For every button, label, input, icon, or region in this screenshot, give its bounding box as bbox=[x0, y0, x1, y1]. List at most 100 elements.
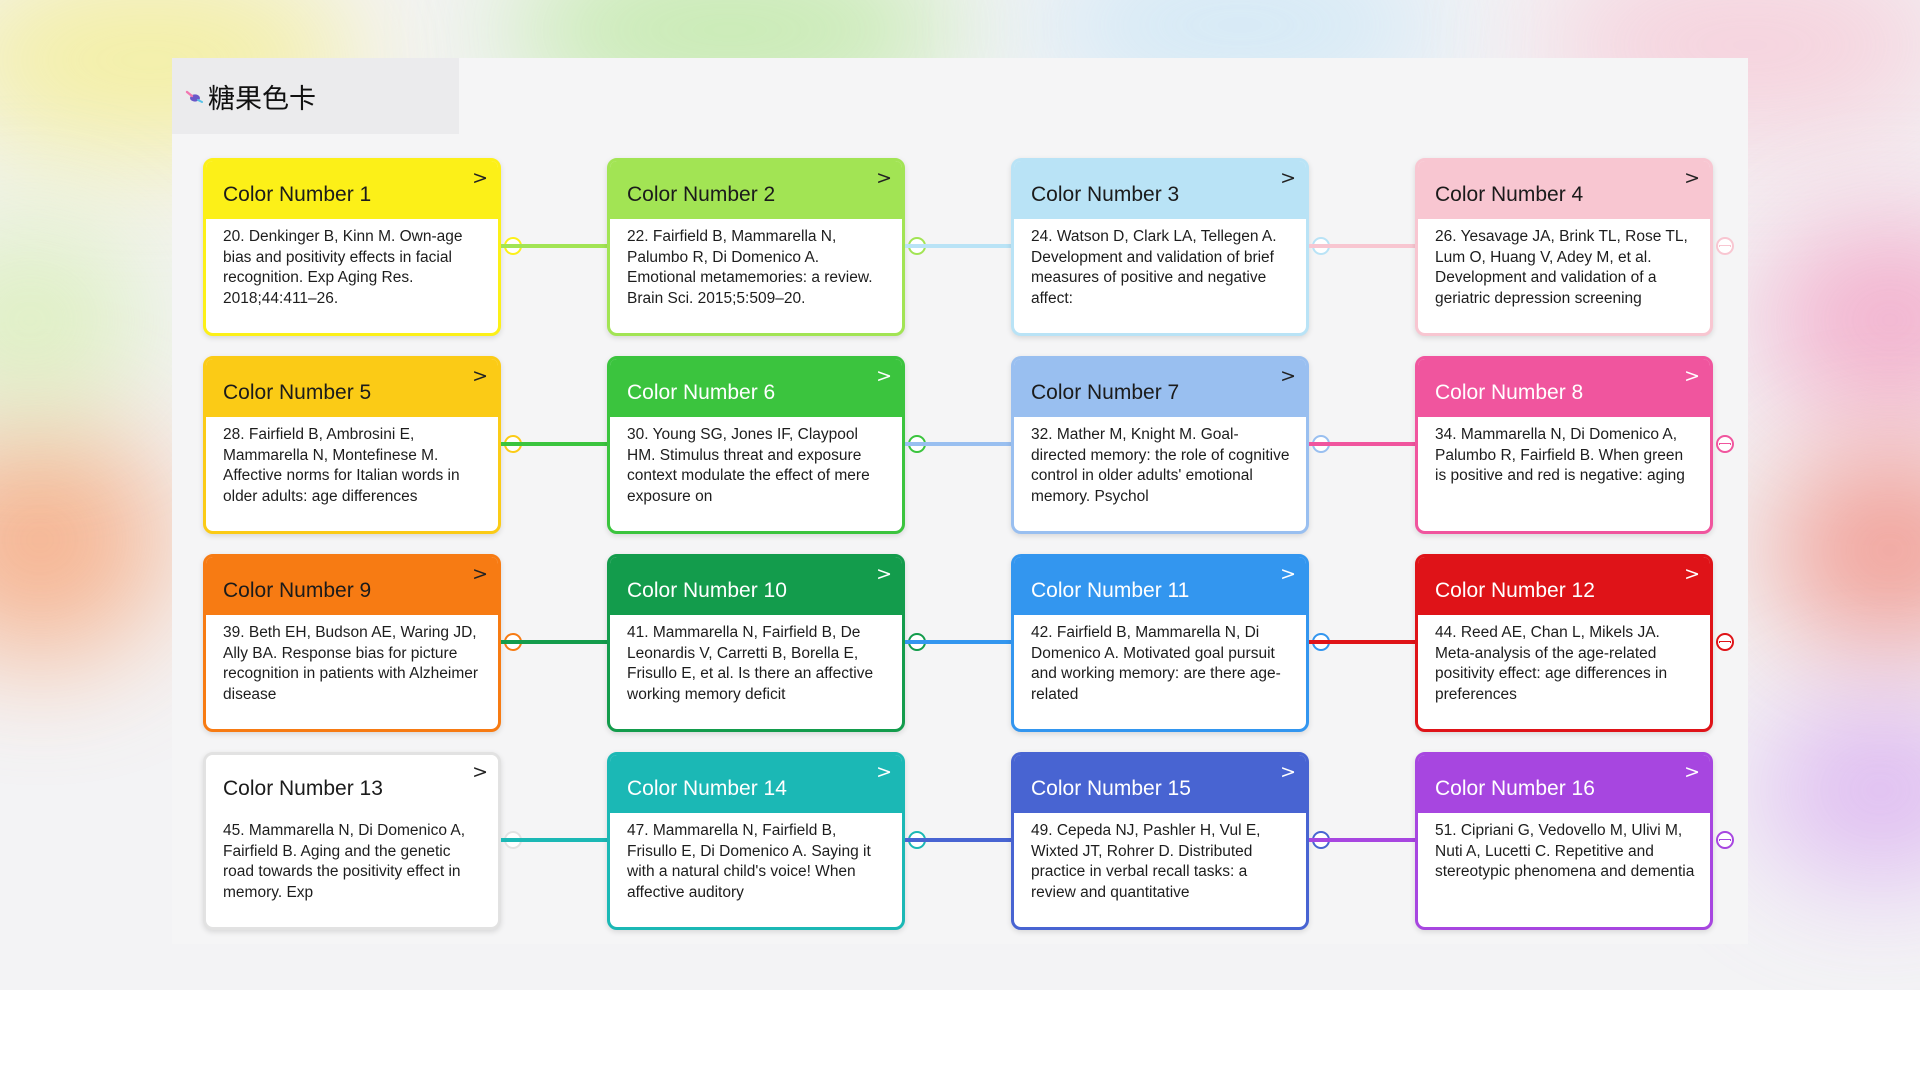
card-text: 45. Mammarella N, Di Domenico A, Fairfie… bbox=[223, 822, 466, 901]
color-card[interactable]: Color Number 9> 39. Beth EH, Budson AE, W… bbox=[203, 554, 501, 732]
bg-blob-green-left bbox=[0, 220, 150, 420]
card-connector-dot[interactable] bbox=[1716, 435, 1734, 453]
card-text: 22. Fairfield B, Mammarella N, Palumbo R… bbox=[627, 228, 873, 307]
chevron-right-icon[interactable]: > bbox=[876, 167, 892, 189]
card-header: Color Number 13 > bbox=[206, 755, 498, 813]
card-connector-line bbox=[501, 442, 607, 446]
color-card[interactable]: Color Number 2> 22. Fairfield B, Mammarel… bbox=[607, 158, 905, 336]
color-card[interactable]: Color Number 16 >51. Cipriani G, Vedovell… bbox=[1415, 752, 1713, 930]
color-card[interactable]: Color Number 5 >28. Fairfield B, Ambrosin… bbox=[203, 356, 501, 534]
card-title: Color Number 8 bbox=[1435, 381, 1584, 404]
color-card[interactable]: Color Number 13 >45. Mammarella N, Di Dom… bbox=[203, 752, 501, 930]
card-header: Color Number 6> bbox=[610, 359, 902, 417]
card-text: 42. Fairfield B, Mammarella N, Di Domeni… bbox=[1031, 624, 1281, 703]
card-title: Color Number 5 bbox=[223, 381, 372, 404]
card-text: 44. Reed AE, Chan L, Mikels JA. Meta-ana… bbox=[1435, 624, 1668, 703]
card-title: Color Number 15 bbox=[1031, 777, 1191, 800]
card-connector-line bbox=[501, 640, 607, 644]
chevron-right-icon[interactable]: > bbox=[472, 365, 488, 387]
card-text: 32. Mather M, Knight M. Goal-directed me… bbox=[1031, 426, 1290, 505]
card-title: Color Number 4 bbox=[1435, 183, 1584, 206]
card-text: 24. Watson D, Clark LA, Tellegen A. Deve… bbox=[1031, 228, 1277, 307]
card-header: Color Number 1 > bbox=[206, 161, 498, 219]
card-title: Color Number 11 bbox=[1031, 579, 1190, 602]
card-connector-line bbox=[1309, 442, 1415, 446]
card-connector-dot[interactable] bbox=[1716, 633, 1734, 651]
card-text: 20. Denkinger B, Kinn M. Own-age bias an… bbox=[223, 228, 463, 307]
card-connector-line bbox=[905, 442, 1011, 446]
bg-blob-pink-right bbox=[1760, 220, 1920, 420]
card-text: 39. Beth EH, Budson AE, Waring JD, Ally … bbox=[223, 624, 479, 703]
card-text: 30. Young SG, Jones IF, Claypool HM. Sti… bbox=[627, 426, 870, 505]
chevron-right-icon[interactable]: > bbox=[1684, 563, 1700, 585]
connector-dot-bar bbox=[1719, 443, 1731, 445]
chevron-right-icon[interactable]: > bbox=[1280, 167, 1296, 189]
card-text: 47. Mammarella N, Fairfield B, Frisullo … bbox=[627, 822, 871, 901]
color-card[interactable]: Color Number 12 >44. Reed AE, Chan L, Mik… bbox=[1415, 554, 1713, 732]
color-card[interactable]: Color Number 1 >20. Denkinger B, Kinn M. … bbox=[203, 158, 501, 336]
color-card[interactable]: Color Number 11 >42. Fairfield B, Mammare… bbox=[1011, 554, 1309, 732]
color-card[interactable]: Color Number 3 >24. Watson D, Clark LA, T… bbox=[1011, 158, 1309, 336]
card-connector-line bbox=[1309, 640, 1415, 644]
card-connector-line bbox=[501, 838, 607, 842]
bg-blob-orange-left bbox=[0, 420, 170, 660]
title-tab[interactable]: 糖果色卡 bbox=[172, 58, 459, 134]
card-connector-line bbox=[1309, 244, 1415, 248]
card-text: 51. Cipriani G, Vedovello M, Ulivi M, Nu… bbox=[1435, 822, 1695, 880]
card-title: Color Number 1 bbox=[223, 183, 372, 206]
color-card[interactable]: Color Number 10 >41. Mammarella N, Fairfi… bbox=[607, 554, 905, 732]
card-text: 34. Mammarella N, Di Domenico A, Palumbo… bbox=[1435, 426, 1685, 484]
chevron-right-icon[interactable]: > bbox=[472, 167, 488, 189]
card-title: Color Number 7 bbox=[1031, 381, 1180, 404]
color-card-grid: Color Number 1 >20. Denkinger B, Kinn M. … bbox=[203, 158, 1734, 930]
color-card[interactable]: Color Number 8 >34. Mammarella N, Di Dome… bbox=[1415, 356, 1713, 534]
card-header: Color Number 2> bbox=[610, 161, 902, 219]
card-connector-line bbox=[501, 244, 607, 248]
card-title: Color Number 13 bbox=[223, 777, 383, 800]
card-header: Color Number 7 > bbox=[1014, 359, 1306, 417]
color-card-window: 糖果色卡 Color Number 1 >20. Denkinger B, Kin… bbox=[172, 58, 1748, 944]
color-card[interactable]: Color Number 15>49. Cepeda NJ, Pashler H… bbox=[1011, 752, 1309, 930]
card-text: 28. Fairfield B, Ambrosini E, Mammarella… bbox=[223, 426, 460, 505]
page-title: 糖果色卡 bbox=[208, 83, 316, 115]
chevron-right-icon[interactable]: > bbox=[876, 365, 892, 387]
card-title: Color Number 16 bbox=[1435, 777, 1595, 800]
chevron-right-icon[interactable]: > bbox=[1684, 761, 1700, 783]
card-title: Color Number 10 bbox=[627, 579, 787, 602]
card-header: Color Number 4 > bbox=[1418, 161, 1710, 219]
color-card[interactable]: Color Number 4>26. Yesavage JA, Brink TL… bbox=[1415, 158, 1713, 336]
card-text: 41. Mammarella N, Fairfield B, De Leonar… bbox=[627, 624, 874, 703]
chevron-right-icon[interactable]: > bbox=[876, 563, 892, 585]
card-header: Color Number 10 > bbox=[610, 557, 902, 615]
card-header: Color Number 5 > bbox=[206, 359, 498, 417]
card-connector-dot[interactable] bbox=[1716, 831, 1734, 849]
connector-dot-bar bbox=[1719, 245, 1731, 247]
card-title: Color Number 14 bbox=[627, 777, 787, 800]
color-card[interactable]: Color Number 14 >47. Mammarella N, Fairfi… bbox=[607, 752, 905, 930]
chevron-right-icon[interactable]: > bbox=[472, 563, 488, 585]
candy-icon bbox=[184, 86, 204, 106]
card-connector-line bbox=[905, 244, 1011, 248]
chevron-right-icon[interactable]: > bbox=[1280, 761, 1296, 783]
bg-blob-red-right bbox=[1770, 450, 1920, 650]
chevron-right-icon[interactable]: > bbox=[1684, 167, 1700, 189]
color-card[interactable]: Color Number 7 >32. Mather M, Knight M. G… bbox=[1011, 356, 1309, 534]
card-title: Color Number 3 bbox=[1031, 183, 1180, 206]
card-connector-line bbox=[905, 640, 1011, 644]
chevron-right-icon[interactable]: > bbox=[876, 761, 892, 783]
card-header: Color Number 11 > bbox=[1014, 557, 1306, 615]
connector-dot-bar bbox=[1719, 839, 1731, 841]
card-header: Color Number 12 > bbox=[1418, 557, 1710, 615]
chevron-right-icon[interactable]: > bbox=[1280, 563, 1296, 585]
chevron-right-icon[interactable]: > bbox=[1280, 365, 1296, 387]
card-title: Color Number 12 bbox=[1435, 579, 1595, 602]
card-header: Color Number 9> bbox=[206, 557, 498, 615]
card-connector-line bbox=[905, 838, 1011, 842]
card-connector-line bbox=[1309, 838, 1415, 842]
card-header: Color Number 16 > bbox=[1418, 755, 1710, 813]
card-header: Color Number 14 > bbox=[610, 755, 902, 813]
card-connector-dot[interactable] bbox=[1716, 237, 1734, 255]
chevron-right-icon[interactable]: > bbox=[472, 761, 488, 783]
color-card[interactable]: Color Number 6> 30. Young SG, Jones IF, C… bbox=[607, 356, 905, 534]
chevron-right-icon[interactable]: > bbox=[1684, 365, 1700, 387]
